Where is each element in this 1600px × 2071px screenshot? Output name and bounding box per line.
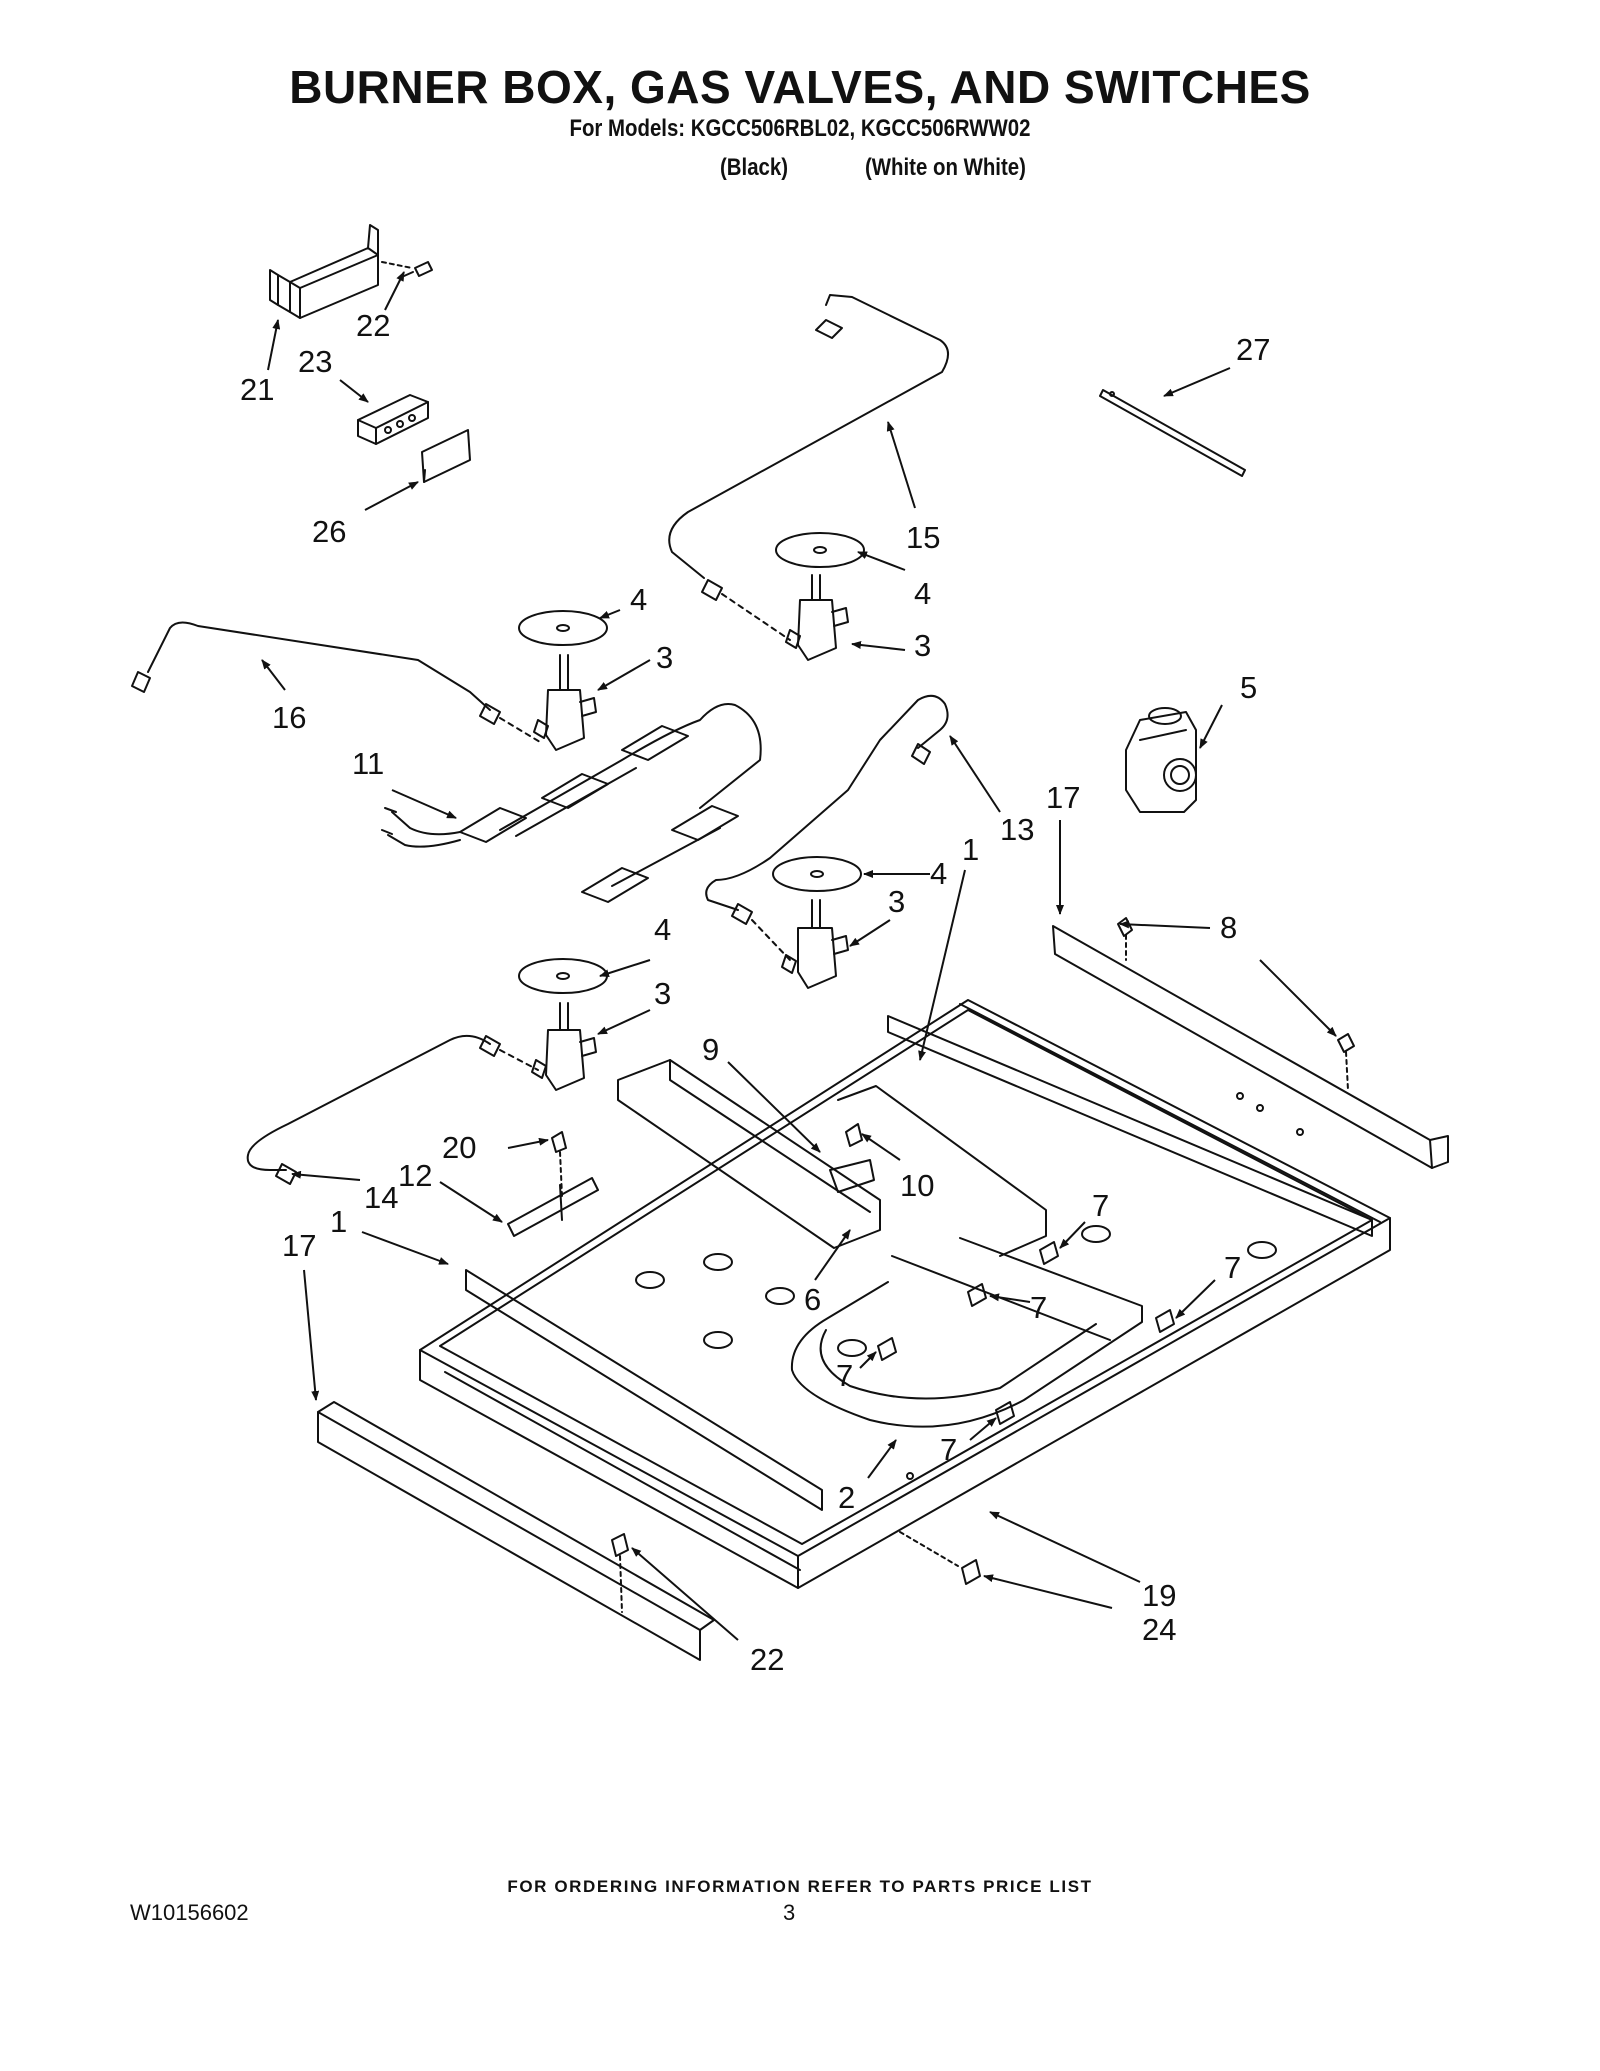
callout-3: 3	[656, 640, 673, 675]
part-20-screw	[551, 1131, 567, 1197]
part-3-valve-c	[781, 899, 849, 989]
part-1-rail-left	[465, 1269, 823, 1511]
callout-7: 7	[836, 1358, 853, 1393]
part-26-bracket	[421, 429, 471, 483]
callout-8: 8	[1220, 910, 1237, 945]
callout-22: 22	[750, 1642, 784, 1677]
callout-1: 1	[330, 1204, 347, 1239]
page-number: 3	[783, 1900, 796, 1925]
callout-26: 26	[312, 514, 346, 549]
callout-7: 7	[1224, 1250, 1241, 1285]
part-13-gas-tube	[705, 694, 949, 961]
callout-4: 4	[914, 576, 931, 611]
callout-19: 19	[1142, 1578, 1176, 1613]
ordering-note: FOR ORDERING INFORMATION REFER TO PARTS …	[507, 1877, 1093, 1896]
part-19-burner-box	[419, 999, 1391, 1589]
callout-17: 17	[282, 1228, 316, 1263]
callout-4: 4	[654, 912, 671, 947]
callout-23: 23	[298, 344, 332, 379]
part-4-disc-c	[772, 856, 862, 892]
callout-7: 7	[940, 1432, 957, 1467]
leader-lines	[261, 271, 1337, 1641]
callout-3: 3	[914, 628, 931, 663]
burner-ports	[635, 1225, 1277, 1357]
variant-black-label: (Black)	[720, 154, 789, 181]
page-title: BURNER BOX, GAS VALVES, AND SWITCHES	[289, 61, 1311, 113]
part-8-screw-a	[1117, 917, 1133, 961]
callout-3: 3	[888, 884, 905, 919]
callout-20: 20	[442, 1130, 476, 1165]
callout-6: 6	[804, 1282, 821, 1317]
part-1-rail-right	[887, 1015, 1373, 1237]
part-9-crossbar	[617, 1059, 881, 1249]
callout-7: 7	[1092, 1188, 1109, 1223]
callout-3: 3	[654, 976, 671, 1011]
callout-13: 13	[1000, 812, 1034, 847]
callout-5: 5	[1240, 670, 1257, 705]
part-8-screw-b	[1337, 1033, 1355, 1091]
part-21-relay-box	[269, 224, 379, 319]
callout-24: 24	[1142, 1612, 1176, 1647]
part-4-disc-b	[518, 610, 608, 646]
part-7-screws	[877, 1241, 1175, 1425]
callout-9: 9	[702, 1032, 719, 1067]
part-17-bracket-left	[317, 1401, 715, 1661]
callout-11: 11	[352, 746, 384, 781]
callout-21: 21	[240, 372, 274, 407]
callout-4: 4	[930, 856, 947, 891]
callout-4: 4	[630, 582, 647, 617]
part-12-bracket	[507, 1177, 599, 1237]
part-4-disc-a	[775, 532, 865, 568]
part-16-gas-tube	[131, 621, 541, 743]
document-number: W10156602	[130, 1900, 249, 1925]
callout-16: 16	[272, 700, 306, 735]
part-24-screw	[899, 1531, 981, 1585]
part-14-gas-tube	[246, 1034, 539, 1185]
callout-15: 15	[906, 520, 940, 555]
part-11-switch-harness	[381, 703, 762, 903]
part-23-spark-module	[357, 394, 429, 445]
callout-12: 12	[398, 1158, 432, 1193]
callout-17: 17	[1046, 780, 1080, 815]
part-27-rod	[1099, 389, 1246, 477]
part-4-disc-d	[518, 958, 608, 994]
part-5-regulator	[1125, 707, 1197, 813]
callout-1: 1	[962, 832, 979, 867]
callout-2: 2	[838, 1480, 855, 1515]
callout-14: 14	[364, 1180, 398, 1215]
callout-7: 7	[1030, 1290, 1047, 1325]
callout-labels: 21 22 23 26 27 15 4 3 4 3 16 11 5 13 17 …	[240, 308, 1270, 1677]
callout-10: 10	[900, 1168, 934, 1203]
part-15-gas-tube	[668, 294, 949, 641]
variant-white-label: (White on White)	[865, 154, 1026, 181]
page-header: BURNER BOX, GAS VALVES, AND SWITCHES For…	[0, 60, 1600, 144]
part-22-screw-top	[381, 261, 433, 277]
callout-27: 27	[1236, 332, 1270, 367]
callout-22: 22	[356, 308, 390, 343]
model-list: For Models: KGCC506RBL02, KGCC506RWW02	[569, 115, 1031, 142]
part-22-screw-bottom	[611, 1533, 629, 1613]
part-3-valve-b	[533, 654, 597, 751]
part-3-valve-d	[531, 1002, 597, 1091]
part-3-valve-a	[785, 574, 849, 661]
part-17-bracket-right	[1052, 925, 1449, 1169]
